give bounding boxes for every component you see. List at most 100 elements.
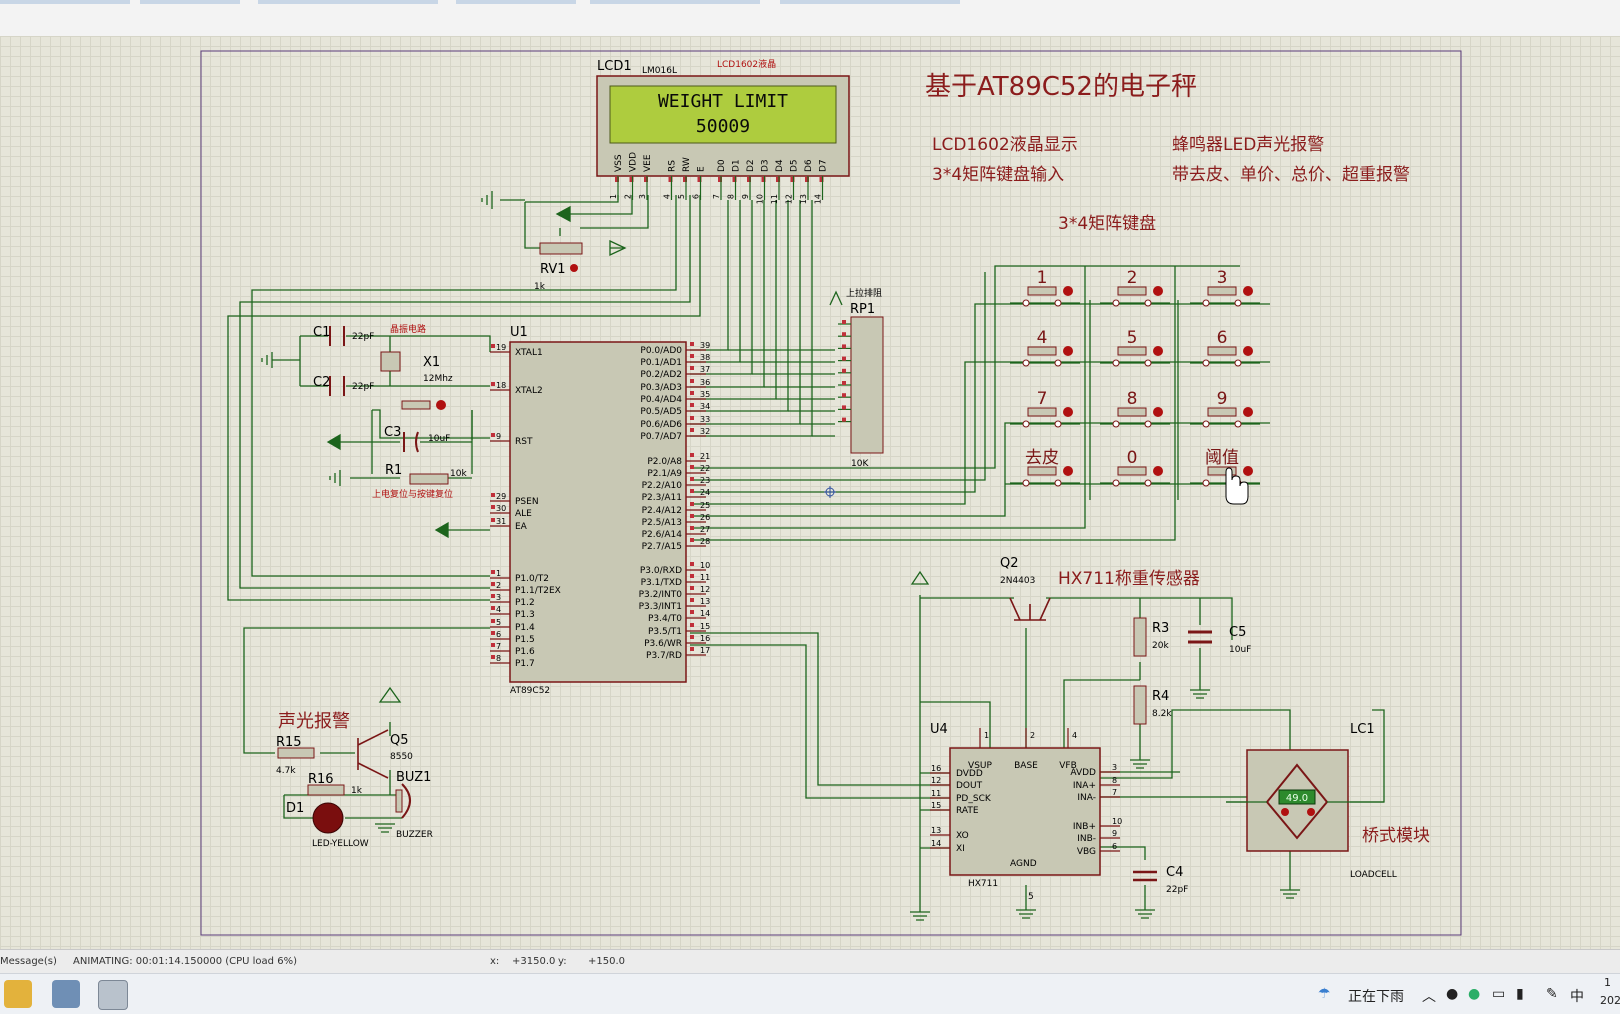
- key-label: 4: [1037, 328, 1048, 348]
- r16-ref: R16: [308, 772, 334, 787]
- q5-ref: Q5: [390, 733, 409, 748]
- toolbar-tab-4[interactable]: [456, 0, 576, 4]
- keypad-key-5[interactable]: 5: [1100, 328, 1170, 367]
- keypad-key-8[interactable]: 8: [1100, 389, 1170, 428]
- toolbar-tab-1[interactable]: [0, 0, 130, 4]
- mic-icon[interactable]: ●: [1446, 986, 1459, 1002]
- mcu-pin-p3-0-rxd: P3.0/RXD: [640, 566, 682, 576]
- keypad-key-7[interactable]: 7: [1010, 389, 1080, 428]
- keypad-key-10[interactable]: 去皮: [1010, 448, 1080, 487]
- hx711-part: HX711: [968, 879, 998, 889]
- toolbar-tab-3[interactable]: [258, 0, 438, 4]
- keypad-key-12[interactable]: 阈值: [1190, 448, 1260, 487]
- toolbar-tab-5[interactable]: [590, 0, 760, 4]
- mcu-pin-p3-2-int0: P3.2/INT0: [639, 590, 683, 600]
- hx711-pin-number: 4: [1072, 731, 1077, 740]
- key-contact: [1202, 359, 1210, 367]
- lcd1602-display: WEIGHT LIMIT 50009 LCD1 LM016L LCD1602液晶…: [596, 58, 850, 204]
- bridge-title: 桥式模块: [1362, 826, 1430, 846]
- r16-value: 1k: [351, 786, 363, 796]
- lcd-pin-marker: [644, 177, 648, 182]
- lcd-pin-marker: [776, 177, 780, 182]
- hx711-support-parts: Q2 2N4403 R3 20k R4 8.2k C5 10uF C4 22pF: [1000, 556, 1251, 895]
- taskbar: ☂ 正在下雨 ︿ ● ● ▭ ▮ ✎ 中 1 202: [0, 973, 1620, 1014]
- hx711-pin-number: 12: [931, 776, 941, 785]
- key-contact: [1054, 359, 1062, 367]
- keypad-key-4[interactable]: 4: [1010, 328, 1080, 367]
- app-icon[interactable]: [52, 980, 80, 1008]
- mcu-pin-marker: [690, 379, 694, 383]
- key-indicator: [1153, 407, 1163, 417]
- feature-4: 带去皮、单价、总价、超重报警: [1172, 165, 1410, 185]
- proteus-icon[interactable]: [98, 980, 128, 1010]
- key-contact: [1202, 299, 1210, 307]
- hx711-pin-number: 16: [931, 764, 941, 773]
- keypad-key-9[interactable]: 9: [1190, 389, 1260, 428]
- ime-indicator[interactable]: 中: [1570, 989, 1584, 1005]
- d1-ref: D1: [286, 801, 304, 816]
- lcd-pin-number: 13: [799, 194, 808, 204]
- mcu-pin-p1-4: P1.4: [515, 623, 535, 633]
- lcd-pin-marker: [668, 177, 673, 182]
- key-contact: [1022, 479, 1030, 487]
- hand-cursor-icon: [1225, 467, 1249, 505]
- rv1-value: 1k: [534, 282, 546, 292]
- mcu-pin-number: 11: [700, 573, 710, 582]
- hx711-pin-ina-: INA+: [1073, 781, 1096, 791]
- r15-value: 4.7k: [276, 766, 296, 776]
- lcd-pin-d5: D5: [790, 159, 800, 172]
- monitor-icon[interactable]: ▭: [1492, 986, 1506, 1002]
- hx711-pin-inb-: INB+: [1073, 822, 1096, 832]
- mcu-pin-marker: [690, 610, 694, 614]
- mcu-pin-marker: [491, 655, 495, 659]
- network-icon[interactable]: ▮: [1516, 986, 1524, 1002]
- loadcell-bridge[interactable]: 49.0 LC1 LOADCELL: [1226, 722, 1397, 880]
- key-indicator: [1063, 407, 1073, 417]
- hx711-title: HX711称重传感器: [1058, 569, 1200, 589]
- mcu-pin-marker: [690, 586, 694, 590]
- key-body: [1027, 286, 1057, 296]
- toolbar-tab-6[interactable]: [780, 0, 960, 4]
- messages-label[interactable]: Message(s): [0, 956, 57, 967]
- mcu-pin-p2-3-a11: P2.3/A11: [642, 493, 682, 503]
- mcu-pin-marker: [690, 562, 694, 566]
- keypad-key-2[interactable]: 2: [1100, 268, 1170, 307]
- rv1-potentiometer[interactable]: RV1 1k: [534, 242, 583, 292]
- rp1-pin-marker: [842, 320, 846, 324]
- pen-icon[interactable]: ✎: [1546, 986, 1558, 1002]
- keypad-key-1[interactable]: 1: [1010, 268, 1080, 307]
- lcd-pin-marker: [761, 177, 766, 182]
- mcu-pin-number: 21: [700, 452, 710, 461]
- weather-text[interactable]: 正在下雨: [1348, 989, 1404, 1005]
- wechat-icon[interactable]: ●: [1468, 986, 1481, 1002]
- mcu-pin-marker: [690, 514, 694, 518]
- toolbar-tab-2[interactable]: [140, 0, 240, 4]
- mcu-pin-number: 15: [700, 622, 710, 631]
- animating-status: ANIMATING: 00:01:14.150000 (CPU load 6%): [73, 956, 297, 967]
- mcu-pin-number: 27: [700, 525, 710, 534]
- loadcell-ref: LC1: [1350, 722, 1375, 737]
- clock-top[interactable]: 1: [1604, 976, 1611, 989]
- lcd-pin-marker: [732, 177, 737, 182]
- clock-bottom[interactable]: 202: [1600, 994, 1620, 1007]
- lcd-pin-number: 14: [814, 194, 823, 204]
- hx711-pin-base: BASE: [1014, 761, 1038, 771]
- key-contact: [1054, 420, 1062, 428]
- keypad-key-11[interactable]: 0: [1100, 448, 1170, 487]
- keypad-key-3[interactable]: 3: [1190, 268, 1260, 307]
- file-explorer-icon[interactable]: [4, 980, 32, 1008]
- lcd-pin-d3: D3: [761, 159, 771, 172]
- lcd-pin-marker: [790, 177, 795, 182]
- mcu-pin-marker: [690, 538, 694, 542]
- at89c52-mcu[interactable]: U1 AT89C52 XTAL119XTAL218RST9PSEN29ALE30…: [490, 325, 710, 696]
- hx711-pin-xi: XI: [956, 844, 965, 854]
- r1-value: 10k: [450, 469, 467, 479]
- weather-icon[interactable]: ☂: [1318, 986, 1331, 1002]
- hx711-ref: U4: [930, 722, 948, 737]
- key-label: 7: [1037, 389, 1048, 409]
- c3-value: 10uF: [428, 434, 450, 444]
- chevron-up-icon[interactable]: ︿: [1422, 989, 1436, 1005]
- schematic-canvas[interactable]: WEIGHT LIMIT 50009 LCD1 LM016L LCD1602液晶…: [0, 36, 1620, 949]
- crystal-note: 晶振电路: [390, 323, 426, 335]
- keypad-key-6[interactable]: 6: [1190, 328, 1260, 367]
